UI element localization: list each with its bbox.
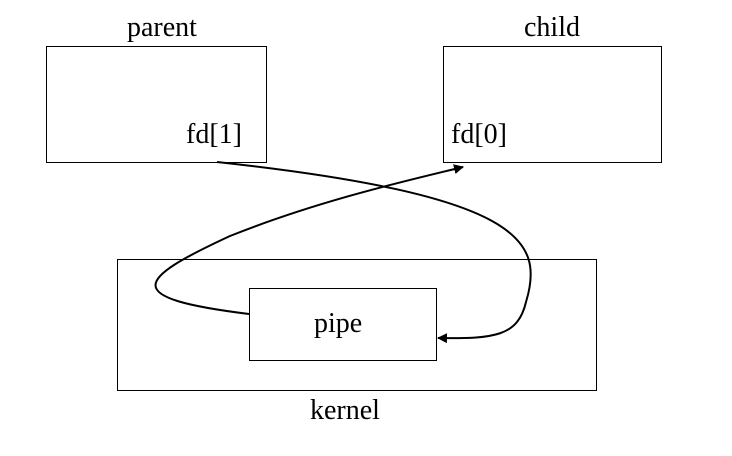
pipe-label: pipe — [314, 308, 363, 339]
parent-fd-label: fd[1] — [186, 119, 242, 150]
kernel-title: kernel — [310, 395, 380, 426]
parent-process-box — [46, 46, 267, 163]
parent-title: parent — [127, 12, 197, 43]
child-title: child — [524, 12, 580, 43]
child-fd-label: fd[0] — [451, 119, 507, 150]
child-process-box — [443, 46, 662, 163]
